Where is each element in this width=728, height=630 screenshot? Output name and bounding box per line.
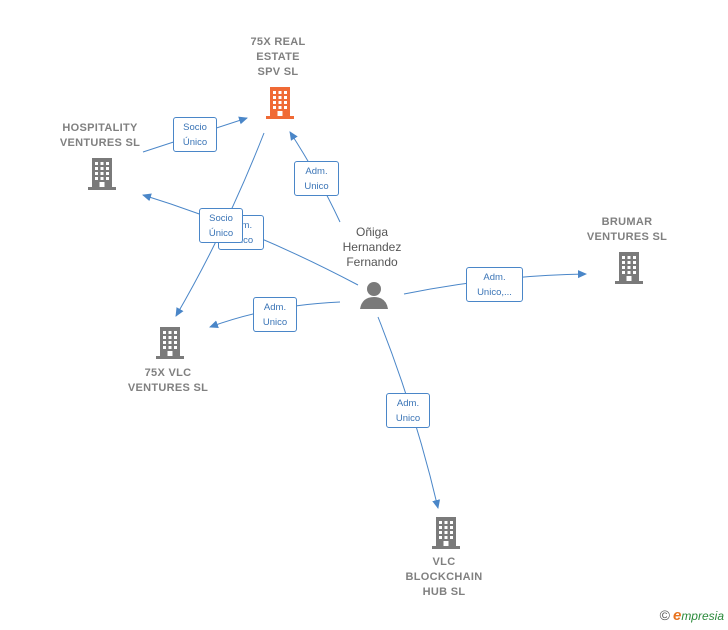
building-icon-brumar[interactable]: [613, 251, 645, 285]
building-icon-real-estate[interactable]: [264, 86, 296, 120]
edge-label-adm-unico-top: Adm. Unico: [294, 161, 339, 196]
edge-label-adm-unico-brumar: Adm. Unico,...: [466, 267, 523, 302]
node-label-hospitality[interactable]: HOSPITALITY VENTURES SL: [59, 122, 141, 149]
node-label-vlc-ventures[interactable]: 75X VLC VENTURES SL: [127, 367, 209, 394]
edge-label-adm-unico-blockchain: Adm. Unico: [386, 393, 430, 428]
edge-label-socio-unico-top: Socio Único: [173, 117, 217, 152]
building-icon-hospitality[interactable]: [86, 157, 118, 191]
person-label[interactable]: Oñiga Hernandez Fernando: [342, 225, 402, 269]
footer-brand: ©empresia: [660, 607, 724, 624]
edge-label-socio-unico-mid: Socio Único: [199, 208, 243, 243]
person-icon[interactable]: [359, 280, 389, 310]
brand-name: mpresia: [681, 609, 724, 623]
copyright-symbol: ©: [659, 607, 670, 623]
brand-initial: e: [672, 607, 682, 624]
building-icon-vlc-blockchain[interactable]: [430, 516, 462, 550]
node-label-vlc-blockchain[interactable]: VLC BLOCKCHAIN HUB SL: [405, 556, 483, 598]
building-icon-vlc-ventures[interactable]: [154, 326, 186, 360]
node-label-brumar[interactable]: BRUMAR VENTURES SL: [586, 216, 668, 243]
edge-label-adm-unico-vlc: Adm. Unico: [253, 297, 297, 332]
node-label-real-estate[interactable]: 75X REAL ESTATE SPV SL: [250, 36, 306, 78]
